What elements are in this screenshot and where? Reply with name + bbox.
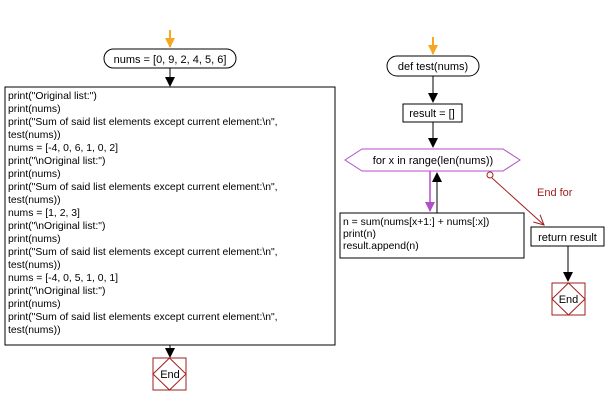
- code-line: print(nums): [8, 299, 61, 310]
- code-line: print("\nOriginal list:"): [8, 156, 105, 167]
- code-line: print("Sum of said list elements except …: [8, 117, 278, 128]
- return-node-label: return result: [538, 232, 597, 244]
- code-line: print(n): [343, 229, 376, 240]
- code-line: test(nums)): [8, 325, 61, 336]
- code-line: test(nums)): [8, 130, 61, 141]
- loop-body-text: n = sum(nums[x+1:] + nums[:x])print(n)re…: [343, 217, 489, 252]
- code-line: print("Sum of said list elements except …: [8, 247, 278, 258]
- main-code-text: print("Original list:") print(nums) print(…: [8, 91, 278, 336]
- code-line: nums = [-4, 0, 6, 1, 0, 2]: [8, 143, 118, 154]
- code-line: nums = [-4, 0, 5, 1, 0, 1]: [8, 273, 118, 284]
- code-line: print(nums): [8, 234, 61, 245]
- code-line: print("\nOriginal list:"): [8, 286, 105, 297]
- main-code-block: print("Original list:") print(nums) print(…: [4, 86, 336, 346]
- code-line: print("\nOriginal list:"): [8, 221, 105, 232]
- loop-node: for x in range(len(nums)): [344, 148, 521, 172]
- init-node-label: result = []: [409, 108, 455, 120]
- right-end-node: End: [551, 282, 586, 316]
- return-node: return result: [530, 226, 605, 247]
- code-line: print("Sum of said list elements except …: [8, 312, 278, 323]
- end-for-arrow: [491, 177, 544, 225]
- code-line: print(nums): [8, 169, 61, 180]
- left-end-node: End: [152, 357, 187, 391]
- code-line: nums = [1, 2, 3]: [8, 208, 80, 219]
- loop-body-block: n = sum(nums[x+1:] + nums[:x])print(n)re…: [339, 212, 525, 259]
- code-line: print(nums): [8, 104, 61, 115]
- right-end-label: End: [559, 294, 579, 306]
- init-node: result = []: [402, 103, 463, 123]
- def-node: def test(nums): [386, 55, 480, 77]
- start-node-label: nums = [0, 9, 2, 4, 5, 6]: [114, 54, 227, 66]
- code-line: print("Original list:"): [8, 91, 97, 102]
- code-line: test(nums)): [8, 195, 61, 206]
- code-line: print("Sum of said list elements except …: [8, 182, 278, 193]
- left-end-label: End: [160, 369, 180, 381]
- end-for-label: End for: [537, 187, 573, 199]
- loop-exit-marker: [486, 171, 494, 179]
- code-line: n = sum(nums[x+1:] + nums[:x]): [343, 217, 489, 228]
- start-node: nums = [0, 9, 2, 4, 5, 6]: [103, 48, 237, 69]
- code-line: result.append(n): [343, 241, 419, 252]
- code-line: test(nums)): [8, 260, 61, 271]
- loop-node-label: for x in range(len(nums)): [373, 155, 493, 167]
- def-node-label: def test(nums): [398, 61, 468, 73]
